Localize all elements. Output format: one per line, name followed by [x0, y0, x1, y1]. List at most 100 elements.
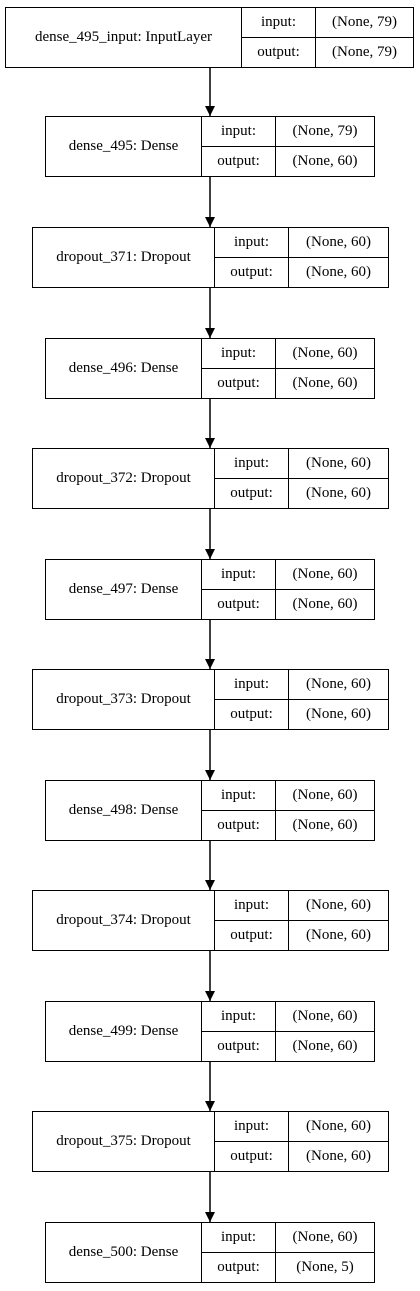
- io-shapes: input: (None, 60) output: (None, 60): [202, 560, 374, 619]
- output-row: output: (None, 60): [202, 810, 374, 840]
- input-shape: (None, 60): [292, 1008, 358, 1024]
- input-shape: (None, 60): [292, 345, 358, 361]
- input-shape: (None, 60): [306, 897, 371, 913]
- output-label: output:: [202, 1253, 276, 1282]
- io-shapes: input: (None, 60) output: (None, 60): [202, 339, 374, 398]
- input-row: input: (None, 79): [242, 8, 413, 37]
- input-label: input:: [202, 560, 276, 589]
- input-label: input:: [215, 1112, 289, 1141]
- output-label: output:: [202, 590, 276, 619]
- layer-name: dense_495_input: InputLayer: [6, 8, 242, 67]
- output-shape: (None, 60): [306, 485, 371, 501]
- input-shape: (None, 60): [306, 1118, 371, 1134]
- output-label: output:: [202, 811, 276, 840]
- output-label: output:: [215, 479, 289, 508]
- io-shapes: input: (None, 60) output: (None, 60): [215, 670, 388, 729]
- io-shapes: input: (None, 60) output: (None, 60): [215, 449, 388, 508]
- layer-name: dropout_374: Dropout: [33, 891, 215, 950]
- output-label: output:: [202, 1032, 276, 1061]
- output-shape: (None, 60): [292, 1038, 358, 1054]
- output-label: output:: [215, 700, 289, 729]
- layer-name: dropout_375: Dropout: [33, 1112, 215, 1171]
- input-label: input:: [215, 228, 289, 257]
- input-label: input:: [215, 449, 289, 478]
- output-shape: (None, 60): [292, 596, 358, 612]
- layer-name: dropout_371: Dropout: [33, 228, 215, 287]
- input-row: input: (None, 60): [215, 891, 388, 920]
- output-shape: (None, 60): [292, 375, 358, 391]
- input-row: input: (None, 60): [202, 560, 374, 589]
- io-shapes: input: (None, 60) output: (None, 60): [202, 1002, 374, 1061]
- input-label: input:: [202, 1223, 276, 1252]
- output-row: output: (None, 60): [215, 257, 388, 287]
- output-label: output:: [202, 369, 276, 398]
- input-label: input:: [215, 891, 289, 920]
- input-shape: (None, 79): [292, 123, 358, 139]
- input-label: input:: [202, 781, 276, 810]
- output-row: output: (None, 60): [202, 368, 374, 398]
- input-label: input:: [202, 117, 276, 146]
- layer-name: dropout_373: Dropout: [33, 670, 215, 729]
- io-shapes: input:(None, 79)output:(None, 60): [202, 117, 374, 176]
- layer-name: dense_497: Dense: [46, 560, 202, 619]
- input-shape: (None, 60): [306, 234, 371, 250]
- input-shape: (None, 79): [332, 14, 397, 30]
- input-label: input:: [242, 8, 316, 37]
- output-shape: (None, 60): [306, 706, 371, 722]
- output-shape: (None, 60): [306, 927, 371, 943]
- input-row: input: (None, 60): [215, 228, 388, 257]
- output-row: output: (None, 60): [202, 1031, 374, 1061]
- input-row: input: (None, 60): [202, 1223, 374, 1252]
- output-shape: (None, 60): [306, 264, 371, 280]
- input-label: input:: [215, 670, 289, 699]
- input-shape: (None, 60): [306, 455, 371, 471]
- input-row: input: (None, 60): [215, 670, 388, 699]
- input-row: input: (None, 60): [215, 1112, 388, 1141]
- output-row: output: (None, 60): [215, 699, 388, 729]
- input-label: input:: [202, 1002, 276, 1031]
- input-row: input: (None, 60): [202, 339, 374, 368]
- input-row: input: (None, 60): [215, 449, 388, 478]
- io-shapes: input: (None, 60) output: (None, 60): [215, 1112, 388, 1171]
- output-label: output:: [242, 38, 316, 67]
- input-shape: (None, 60): [292, 1229, 358, 1245]
- layer-name: dense_500: Dense: [46, 1223, 202, 1282]
- output-row: output: (None, 60): [215, 1141, 388, 1171]
- output-label: output:: [215, 921, 289, 950]
- output-shape: (None, 5): [296, 1259, 354, 1275]
- input-shape: (None, 60): [292, 787, 358, 803]
- io-shapes: input: (None, 60) output: (None, 5): [202, 1223, 374, 1282]
- output-row: output: (None, 60): [215, 478, 388, 508]
- input-row: input: (None, 60): [202, 781, 374, 810]
- layer-name: dense_495: Dense: [46, 117, 202, 176]
- output-label: output:: [215, 1142, 289, 1171]
- output-shape: (None, 60): [292, 817, 358, 833]
- output-row: output: (None, 60): [202, 589, 374, 619]
- output-row: output:(None, 79): [242, 37, 413, 67]
- output-shape: (None, 60): [306, 1148, 371, 1164]
- input-row: input: (None, 79): [202, 117, 374, 146]
- layer-name: dense_499: Dense: [46, 1002, 202, 1061]
- input-shape: (None, 60): [306, 676, 371, 692]
- layer-name: dense_498: Dense: [46, 781, 202, 840]
- output-label: output:: [215, 258, 289, 287]
- input-label: input:: [202, 339, 276, 368]
- input-shape: (None, 60): [292, 566, 358, 582]
- output-row: output: (None, 5): [202, 1252, 374, 1282]
- layer-name: dense_496: Dense: [46, 339, 202, 398]
- input-row: input: (None, 60): [202, 1002, 374, 1031]
- io-shapes: input: (None, 79) output:(None, 79): [242, 8, 413, 67]
- output-row: output: (None, 60): [215, 920, 388, 950]
- io-shapes: input: (None, 60) output: (None, 60): [215, 891, 388, 950]
